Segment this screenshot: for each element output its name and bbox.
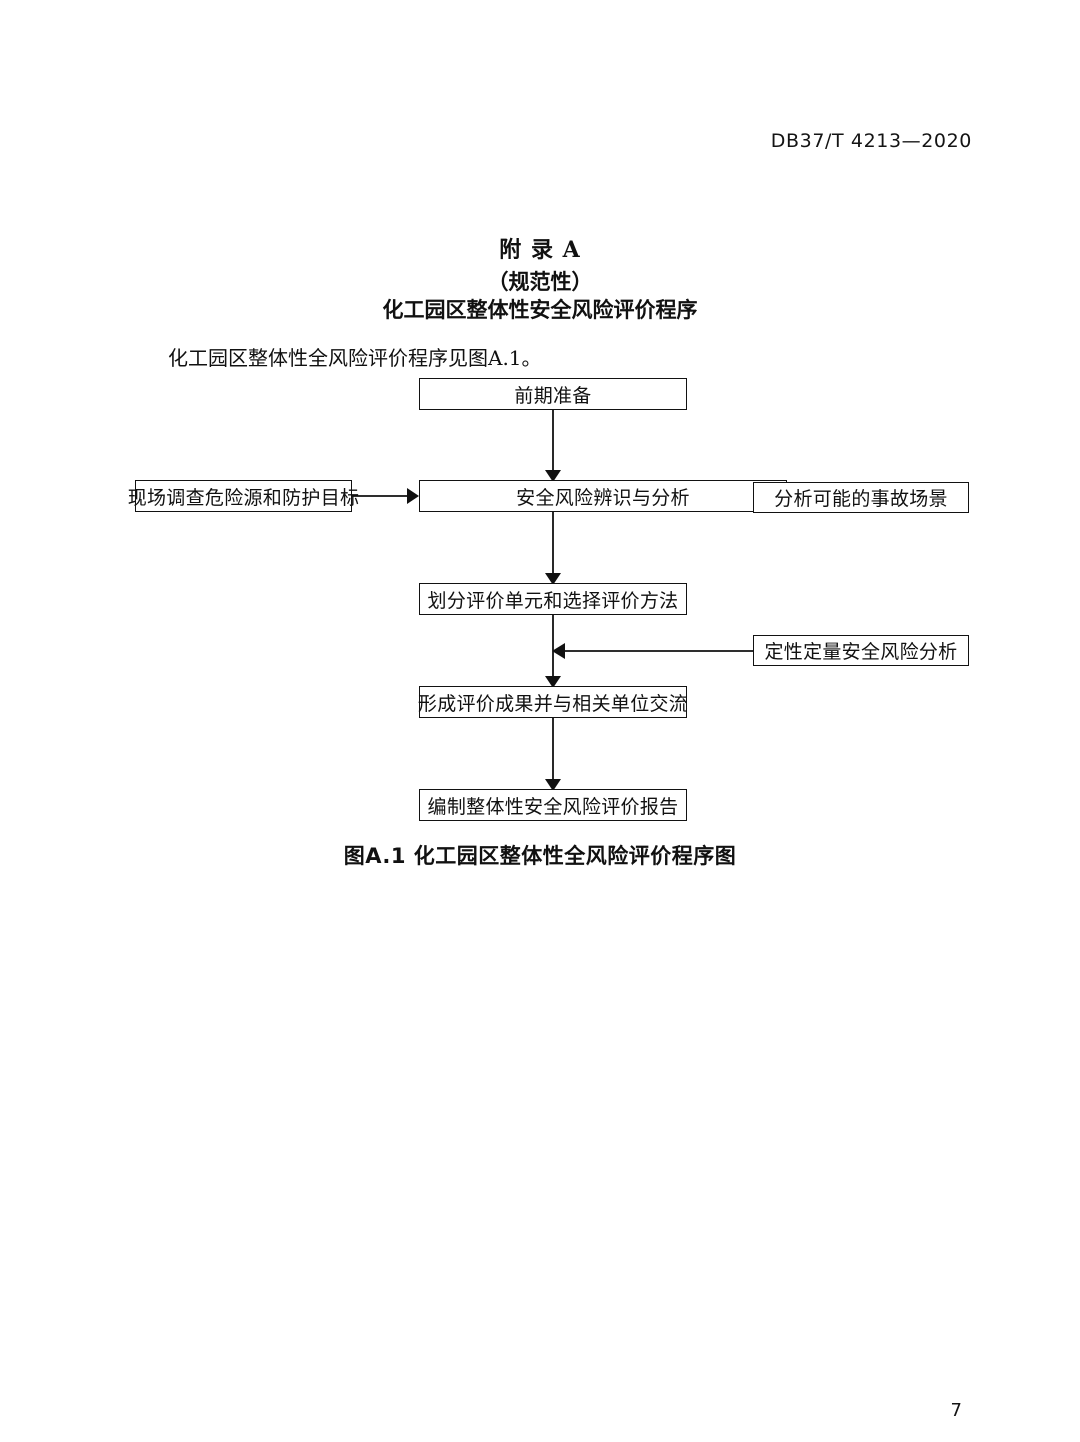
annex-title: 附 录 A [499, 237, 581, 263]
flow-node-qualitative-quantitative: 定性定量安全风险分析 [753, 635, 969, 666]
figure-caption: 图A.1 化工园区整体性全风险评价程序图 [343, 844, 737, 868]
flow-node-site-survey: 现场调查危险源和防护目标 [128, 480, 359, 512]
flow-node-risk-identification: 安全风险辨识与分析 [419, 480, 787, 512]
flow-node-results-exchange: 形成评价成果并与相关单位交流 [418, 686, 688, 718]
flow-node-report: 编制整体性安全风险评价报告 [419, 789, 687, 821]
flow-node-unit-method: 划分评价单元和选择评价方法 [419, 583, 687, 615]
document-header-code: DB37/T 4213—2020 [770, 130, 972, 152]
page-number: 7 [950, 1400, 962, 1421]
flowchart-figure: 前期准备 现场调查危险源和防护目标 安全风险辨识与分析 分析可能的事故场景 划分… [100, 370, 1000, 830]
annex-subject: 化工园区整体性安全风险评价程序 [382, 298, 698, 322]
flow-node-accident-scenario: 分析可能的事故场景 [753, 482, 969, 513]
annex-kind: （规范性） [487, 270, 593, 294]
intro-paragraph: 化工园区整体性全风险评价程序见图A.1。 [168, 346, 542, 370]
flow-node-preparation: 前期准备 [419, 378, 687, 410]
